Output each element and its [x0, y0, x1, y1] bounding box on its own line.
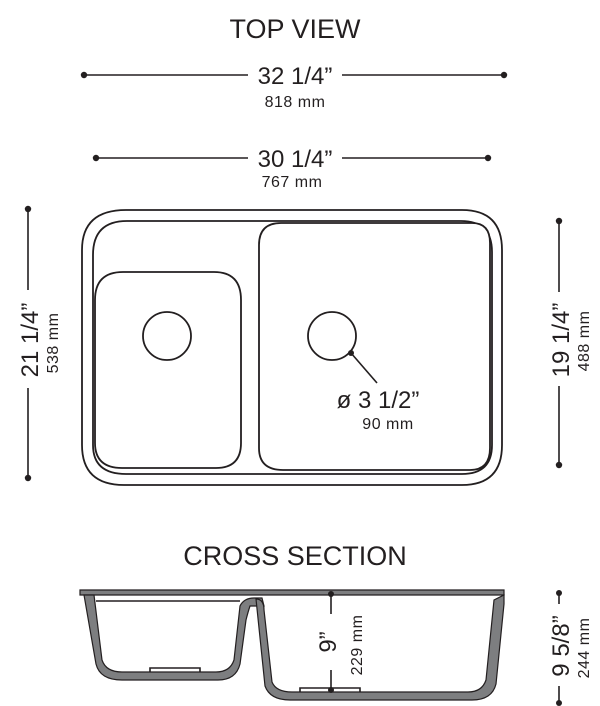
small-bowl [94, 271, 242, 469]
bowl-depth-mm: 488 mm [576, 311, 593, 372]
sink-cross-section [79, 589, 505, 701]
small-bowl-depth-inches: 9” [315, 631, 342, 652]
overall-depth-mm: 538 mm [45, 313, 62, 374]
small-bowl-depth-mm: 229 mm [349, 615, 366, 676]
large-bowl-depth-mm: 244 mm [576, 618, 593, 679]
bowl-depth-dimension: 19 1/4” 488 mm [548, 217, 593, 469]
small-bowl-drain [142, 311, 192, 361]
sink-top-view-outline [81, 209, 503, 486]
large-bowl-drain [307, 311, 357, 361]
overall-width-mm: 818 mm [265, 94, 326, 111]
small-bowl-depth-dimension: 9” 229 mm [315, 591, 366, 693]
bowl-width-dimension: 30 1/4” 767 mm [92, 146, 492, 191]
large-bowl [258, 222, 491, 471]
large-bowl-depth-inches: 9 5/8” [548, 615, 575, 676]
overall-depth-inches: 21 1/4” [17, 303, 44, 378]
large-bowl-depth-dimension: 9 5/8” 244 mm [548, 590, 593, 706]
bowl-width-mm: 767 mm [262, 174, 323, 191]
top-view-title: TOP VIEW [229, 14, 361, 44]
cross-section-title: CROSS SECTION [183, 541, 407, 571]
bowl-width-inches: 30 1/4” [258, 146, 333, 173]
overall-width-inches: 32 1/4” [258, 63, 333, 90]
overall-width-dimension: 32 1/4” 818 mm [80, 63, 508, 111]
drain-diameter-mm: 90 mm [362, 416, 413, 433]
drain-diameter-inches: ø 3 1/2” [337, 387, 420, 414]
overall-depth-dimension: 21 1/4” 538 mm [17, 205, 62, 482]
bowl-depth-inches: 19 1/4” [548, 303, 575, 378]
